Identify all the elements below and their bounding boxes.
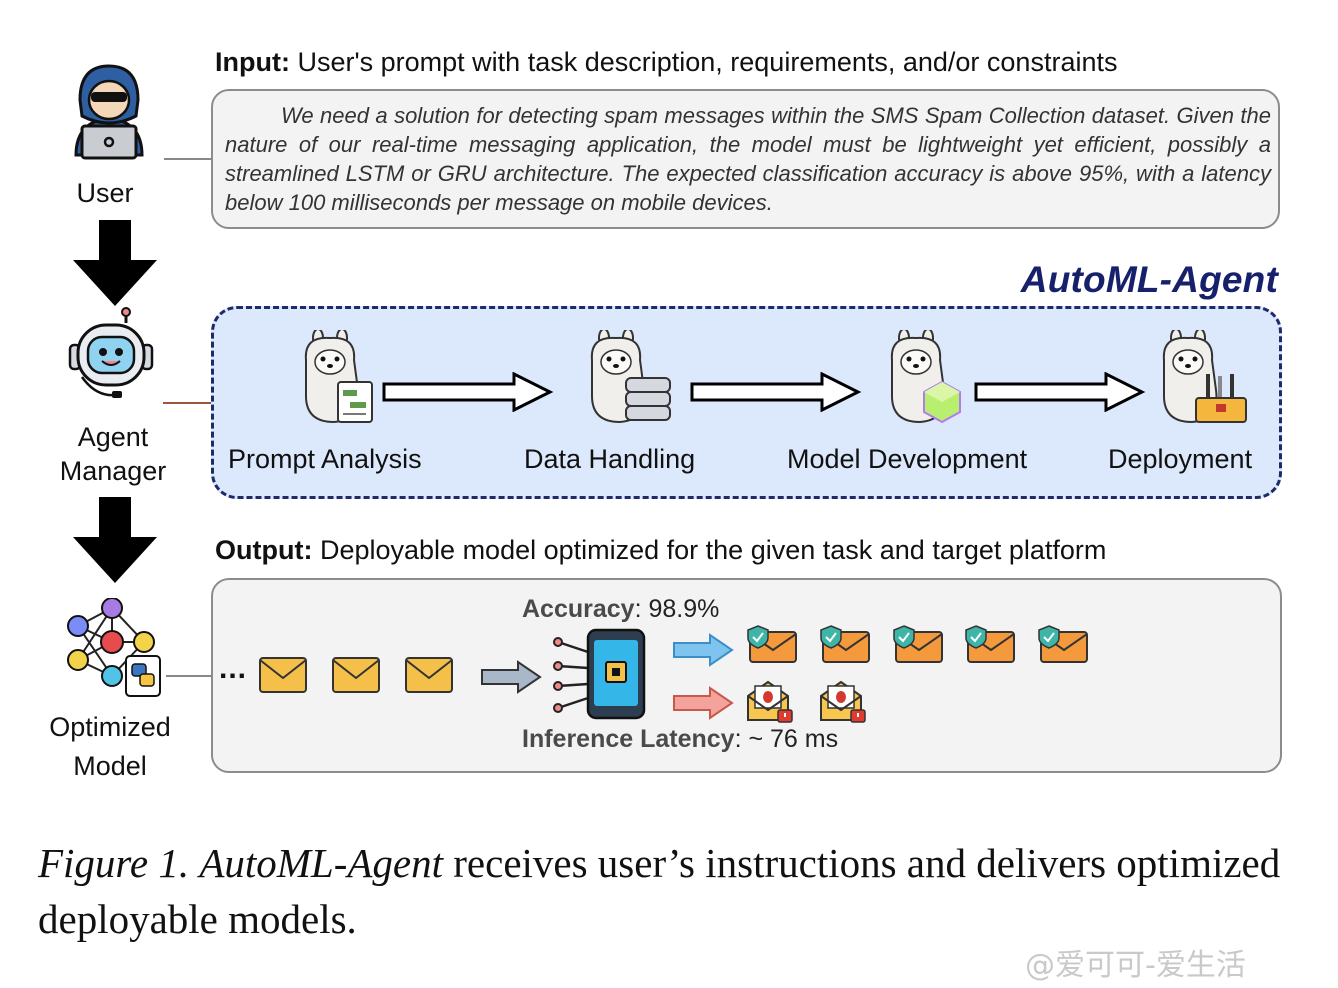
llama-document-icon	[304, 330, 373, 424]
llama-database-icon	[590, 330, 671, 424]
neural-network-icon	[64, 598, 168, 702]
watermark: @爱可可-爱生活	[1025, 948, 1246, 983]
caption-text: receives user’s instructions and deliver…	[38, 840, 1281, 942]
ham-arrow-icon	[673, 633, 734, 667]
spam-envelope-icon	[747, 680, 793, 723]
figure-caption: Figure 1. AutoML-Agent receives user’s i…	[38, 835, 1298, 947]
prompt-text: We need a solution for detecting spam me…	[225, 103, 1271, 215]
input-heading-text: User's prompt with task description, req…	[297, 47, 1118, 77]
safe-envelope-icon	[747, 625, 797, 663]
optimized-model-label-line1: Optimized	[49, 712, 171, 742]
down-arrow-icon	[73, 220, 157, 306]
input-arrow-icon	[481, 660, 542, 694]
agent-manager-label-line2: Manager	[59, 456, 167, 486]
user-to-input-connector	[164, 158, 212, 160]
input-heading: Input: User's prompt with task descripti…	[215, 47, 1117, 78]
mobile-chip-icon	[553, 628, 646, 720]
user-label: User	[76, 178, 134, 208]
accuracy-label: Accuracy	[522, 595, 635, 623]
agent-manager-label: Agent Manager	[40, 420, 186, 488]
accuracy-value: : 98.9%	[634, 595, 720, 623]
output-heading: Output: Deployable model optimized for t…	[215, 535, 1106, 566]
spam-envelope-icon	[820, 680, 866, 723]
output-box	[211, 578, 1282, 773]
stage-deployment: Deployment	[1108, 444, 1253, 474]
user-avatar-icon	[66, 60, 152, 160]
latency-label: Inference Latency	[522, 725, 735, 753]
caption-agent-name: AutoML-Agent	[199, 840, 444, 886]
flow-arrow-icon	[690, 372, 862, 412]
output-heading-label: Output:	[215, 535, 313, 565]
safe-envelope-icon	[965, 625, 1015, 663]
caption-figure-number: Figure 1.	[38, 840, 190, 886]
envelope-icon	[405, 657, 453, 693]
latency-value: : ~ 76 ms	[734, 725, 839, 753]
safe-envelope-icon	[820, 625, 870, 663]
ellipsis: ...	[219, 652, 248, 685]
flow-arrow-icon	[974, 372, 1146, 412]
accuracy-metric: Accuracy: 98.9%	[522, 595, 719, 624]
robot-icon	[66, 307, 158, 403]
stage-data-handling: Data Handling	[524, 444, 696, 474]
output-heading-text: Deployable model optimized for the given…	[319, 535, 1107, 565]
flow-arrow-icon	[382, 372, 554, 412]
envelope-icon	[332, 657, 380, 693]
envelope-icon	[259, 657, 307, 693]
stage-prompt-analysis: Prompt Analysis	[228, 444, 422, 474]
stage-model-development: Model Development	[787, 444, 1028, 474]
llama-cube-icon	[890, 330, 961, 424]
down-arrow-icon	[73, 497, 157, 583]
safe-envelope-icon	[1038, 625, 1088, 663]
prompt-box	[211, 89, 1280, 229]
llama-toolbox-icon	[1162, 330, 1247, 424]
safe-envelope-icon	[893, 625, 943, 663]
latency-metric: Inference Latency: ~ 76 ms	[522, 725, 838, 754]
optimized-model-label-line2: Model	[73, 751, 147, 781]
optimized-model-label: Optimized Model	[30, 710, 190, 786]
agent-manager-label-line1: Agent	[77, 422, 149, 452]
automl-agent-title: AutoML-Agent	[1020, 259, 1278, 300]
automl-agent-box	[211, 306, 1282, 499]
input-heading-label: Input:	[215, 47, 290, 77]
model-to-output-connector	[166, 675, 212, 677]
manager-to-agent-connector	[163, 402, 212, 404]
spam-arrow-icon	[673, 686, 734, 720]
